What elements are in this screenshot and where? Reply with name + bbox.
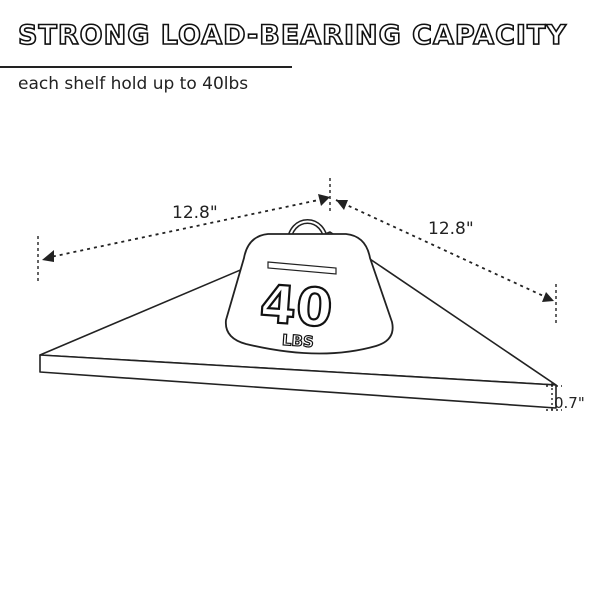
weight-unit-label: LBS	[281, 331, 314, 351]
title-underline	[0, 66, 292, 68]
dimension-left	[37, 194, 330, 282]
weight-slot	[267, 261, 337, 275]
headline-title: STRONG LOAD-BEARING CAPACITY	[17, 19, 567, 52]
weight-value-label: 40	[258, 275, 334, 340]
right-edge-length-label: 12.8"	[428, 219, 474, 239]
dimension-right	[329, 178, 557, 326]
thickness-label: 0.7"	[554, 394, 585, 412]
shelf-front-edge	[39, 354, 557, 409]
capacity-subtitle: each shelf hold up to 40lbs	[18, 74, 249, 94]
left-edge-length-label: 12.8"	[172, 203, 218, 223]
